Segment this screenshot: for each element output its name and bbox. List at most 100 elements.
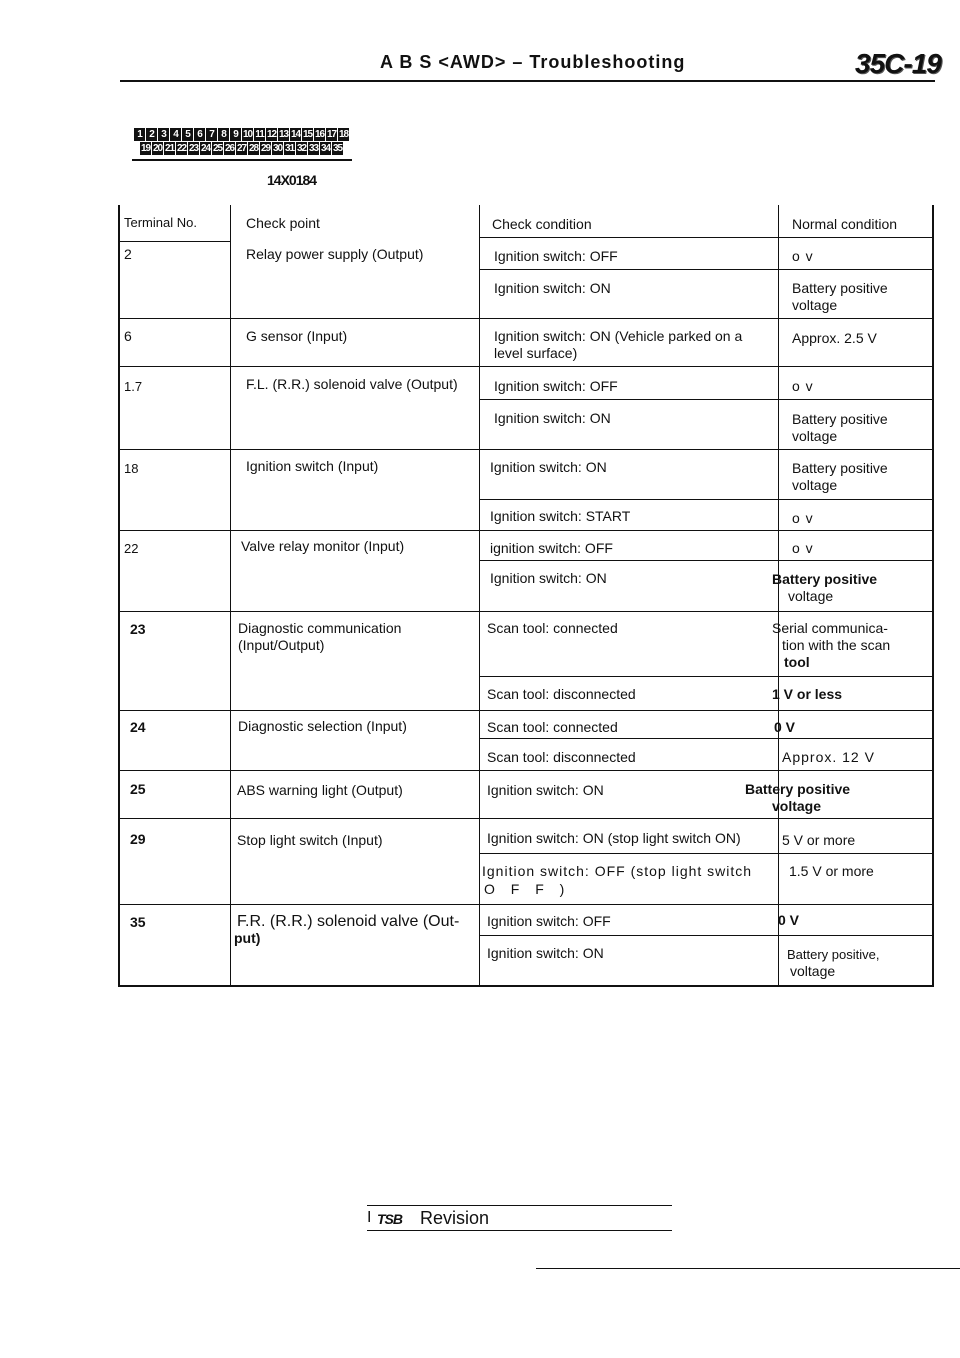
check-point: Diagnostic selection (Input) xyxy=(238,718,407,734)
header-check-condition: Check condition xyxy=(492,216,592,232)
connector-pin: 29 xyxy=(260,142,271,155)
normal-condition: 0 V xyxy=(774,719,796,735)
connector-pin: 16 xyxy=(314,128,325,141)
tsb-icon: TSB xyxy=(377,1211,403,1227)
normal-condition: o v xyxy=(792,510,814,526)
normal-condition: 5 V or more xyxy=(782,832,856,848)
row-divider xyxy=(480,935,932,936)
check-condition: Scan tool: disconnected xyxy=(487,686,636,702)
check-condition: Ignition switch: ON xyxy=(487,782,604,798)
row-divider xyxy=(120,818,932,819)
row-divider xyxy=(120,318,932,319)
footer-bar: I xyxy=(367,1209,372,1226)
check-condition: Ignition switch: OFF xyxy=(494,248,618,264)
check-point: F.L. (R.R.) solenoid valve (Output) xyxy=(246,376,458,392)
column-divider xyxy=(778,205,779,987)
connector-pin: 10 xyxy=(242,128,253,141)
terminal-check-table: Terminal No. Check point Check condition… xyxy=(118,205,934,987)
terminal-number: 6 xyxy=(124,328,132,344)
normal-condition: voltage xyxy=(792,477,838,493)
connector-pin: 7 xyxy=(206,128,217,141)
normal-condition: Battery positive, xyxy=(787,947,880,962)
check-condition: Ignition switch: ON (stop light switch O… xyxy=(487,830,741,846)
row-divider xyxy=(480,499,932,500)
connector-pin: 33 xyxy=(308,142,319,155)
normal-condition: o v xyxy=(792,540,814,556)
terminal-number: 29 xyxy=(130,831,146,847)
check-condition: Ignition switch: OFF xyxy=(487,913,611,929)
footer-revision-box: I TSB Revision xyxy=(367,1205,672,1231)
normal-condition: voltage xyxy=(792,297,838,313)
terminal-number: 35 xyxy=(130,914,146,930)
terminal-number: 23 xyxy=(130,621,146,637)
connector-pin: 12 xyxy=(266,128,277,141)
row-divider xyxy=(480,399,932,400)
check-condition: Ignition switch: ON xyxy=(494,410,611,426)
terminal-number: 2 xyxy=(124,246,132,262)
check-point: F.R. (R.R.) solenoid valve (Out- xyxy=(237,913,460,930)
row-divider xyxy=(120,530,932,531)
row-divider xyxy=(480,269,932,270)
connector-pin: 5 xyxy=(182,128,193,141)
row-divider xyxy=(120,241,230,242)
connector-pin: 2 xyxy=(146,128,157,141)
connector-pin: 22 xyxy=(176,142,187,155)
check-condition: Ignition switch: OFF (stop light switch xyxy=(482,863,753,879)
normal-condition: Battery positive xyxy=(772,571,878,587)
connector-pin: 4 xyxy=(170,128,181,141)
normal-condition: 1.5 V or more xyxy=(789,863,874,879)
connector-pin: 23 xyxy=(188,142,199,155)
page-header-title: A B S <AWD> – Troubleshooting xyxy=(380,52,686,72)
connector-pin: 19 xyxy=(140,142,151,155)
connector-base-line xyxy=(132,159,352,161)
connector-pin: 30 xyxy=(272,142,283,155)
connector-pin: 31 xyxy=(284,142,295,155)
check-condition: Scan tool: connected xyxy=(487,620,618,636)
connector-pin: 24 xyxy=(200,142,211,155)
check-condition: Scan tool: connected xyxy=(487,719,618,735)
footer-revision-label: Revision xyxy=(420,1208,490,1228)
connector-pin: 6 xyxy=(194,128,205,141)
connector-pin: 11 xyxy=(254,128,265,141)
normal-condition: tion with the scan xyxy=(782,637,891,653)
page-number: 35C-19 xyxy=(855,48,942,79)
row-divider xyxy=(480,738,932,739)
check-point: Stop light switch (Input) xyxy=(237,832,383,848)
table-bottom-rule xyxy=(120,985,932,987)
connector-pin: 8 xyxy=(218,128,229,141)
normal-condition: tool xyxy=(784,654,810,670)
connector-pin: 14 xyxy=(290,128,301,141)
connector-pin: 25 xyxy=(212,142,223,155)
connector-pin: 21 xyxy=(164,142,175,155)
check-point: (Input/Output) xyxy=(238,637,325,653)
connector-pin: 18 xyxy=(338,128,349,141)
check-point: put) xyxy=(234,930,261,946)
check-condition: Ignition switch: ON xyxy=(487,945,604,961)
row-divider xyxy=(480,560,932,561)
check-condition: Ignition switch: ON (Vehicle parked on a xyxy=(494,328,743,344)
normal-condition: o v xyxy=(792,248,814,264)
check-condition: Ignition switch: ON xyxy=(494,280,611,296)
normal-condition: Approx. 12 V xyxy=(782,749,875,765)
terminal-number: 24 xyxy=(130,719,146,735)
connector-pin: 17 xyxy=(326,128,337,141)
header-rule xyxy=(120,80,935,82)
row-divider xyxy=(480,676,932,677)
check-condition: Ignition switch: ON xyxy=(490,459,607,475)
row-divider xyxy=(120,770,932,771)
normal-condition: Approx. 2.5 V xyxy=(792,330,877,346)
check-condition: O F F ) xyxy=(484,881,571,897)
row-divider xyxy=(120,611,932,612)
row-divider xyxy=(120,710,932,711)
normal-condition: Serial communica- xyxy=(772,620,888,636)
column-divider xyxy=(479,205,480,987)
terminal-number: 18 xyxy=(124,461,139,476)
connector-pin: 32 xyxy=(296,142,307,155)
check-condition: Ignition switch: OFF xyxy=(494,378,618,394)
check-condition: ignition switch: OFF xyxy=(490,540,613,556)
check-condition: Ignition switch: ON xyxy=(490,570,607,586)
check-condition: Scan tool: disconnected xyxy=(487,749,636,765)
normal-condition: o v xyxy=(792,378,814,394)
